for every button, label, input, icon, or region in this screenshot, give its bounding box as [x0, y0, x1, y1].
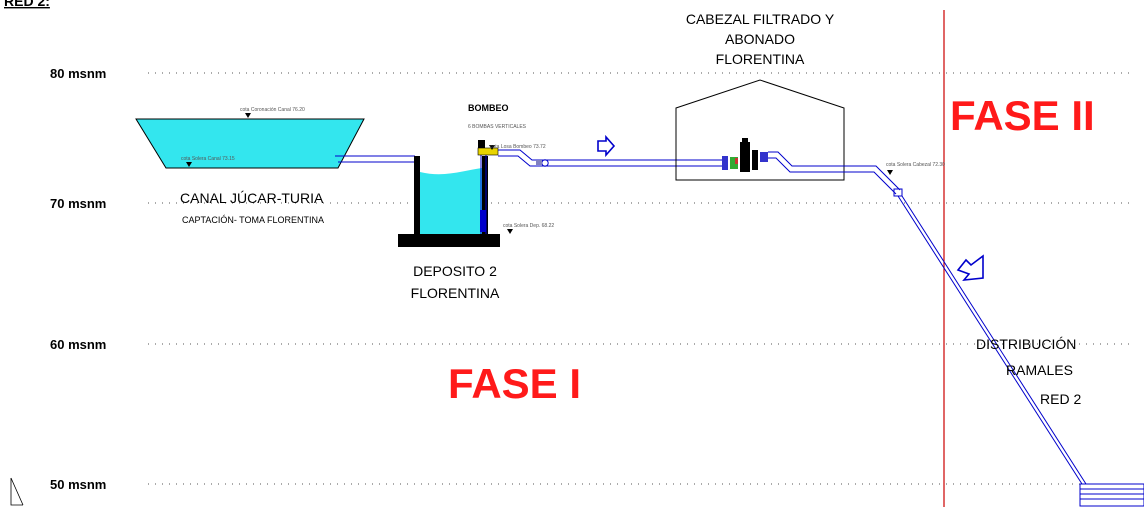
- pipe-filter-distribution: [768, 151, 1087, 485]
- flow-arrow-icon: [597, 134, 616, 158]
- check-valve-icon: [536, 160, 542, 165]
- canal-subtitle: CAPTACIÓN- TOMA FLORENTINA: [182, 215, 324, 225]
- deposit-wall-right: [482, 156, 488, 236]
- deposit-base-slab: [398, 234, 500, 247]
- filter-cota-solera: cota Solera Cabezal 72.30: [886, 162, 945, 168]
- pumping-detail: 6 BOMBAS VERTICALES: [468, 124, 527, 130]
- deposit-wall-left: [414, 156, 420, 236]
- phase-2-label: FASE II: [950, 92, 1095, 139]
- distribution-label-line3: RED 2: [1040, 391, 1081, 407]
- cota-marker-icon: [245, 113, 251, 118]
- filter-station-title-line1: CABEZAL FILTRADO Y: [686, 11, 835, 27]
- cota-marker-icon: [887, 170, 893, 175]
- canal-name: CANAL JÚCAR-TURIA: [180, 190, 324, 206]
- level-label-60: 60 msnm: [50, 337, 106, 352]
- cota-marker-icon: [186, 162, 192, 167]
- flow-arrow-icon: [956, 254, 984, 282]
- page-header: RED 2:: [4, 0, 50, 9]
- pumping-cota-losa: cota Losa Bombeo 73.72: [490, 144, 546, 150]
- filter-station-title-line3: FLORENTINA: [716, 51, 805, 67]
- pipe-canal-deposit: [335, 155, 415, 163]
- deposit-cota-solera: cota Solera Dep. 68.22: [503, 223, 554, 229]
- distribution-label-line2: RAMALES: [1006, 362, 1073, 378]
- pumping-title: BOMBEO: [468, 103, 509, 113]
- filter-house-building: [675, 79, 845, 181]
- pipe-pump-filter: [498, 149, 722, 167]
- filter-equipment-icon: [722, 138, 768, 172]
- pump-motor-icon: [478, 140, 485, 148]
- phase-1-label: FASE I: [448, 360, 581, 407]
- canal-cota-solera: cota Solera Canal 73.15: [181, 156, 235, 162]
- cota-marker-icon: [489, 145, 495, 150]
- deposit-name-line2: FLORENTINA: [411, 285, 500, 301]
- deposit-name-line1: DEPOSITO 2: [413, 263, 497, 279]
- distribution-label-line1: DISTRIBUCIÓN: [976, 336, 1076, 352]
- level-label-80: 80 msnm: [50, 66, 106, 81]
- ucs-icon: [10, 478, 23, 506]
- pump-body-icon: [480, 210, 486, 232]
- cota-marker-icon: [507, 229, 513, 234]
- level-label-70: 70 msnm: [50, 196, 106, 211]
- pump-valve-icon: [477, 147, 499, 156]
- distribution-manifold: [1079, 483, 1144, 507]
- canal-channel-shape: [135, 118, 365, 169]
- deposit-water: [420, 168, 482, 234]
- filter-station-title-line2: ABONADO: [725, 31, 795, 47]
- canal-cota-coronacion: cota Coronación Canal 76.20: [240, 107, 305, 113]
- ucs-icon: [10, 477, 24, 506]
- level-label-50: 50 msnm: [50, 477, 106, 492]
